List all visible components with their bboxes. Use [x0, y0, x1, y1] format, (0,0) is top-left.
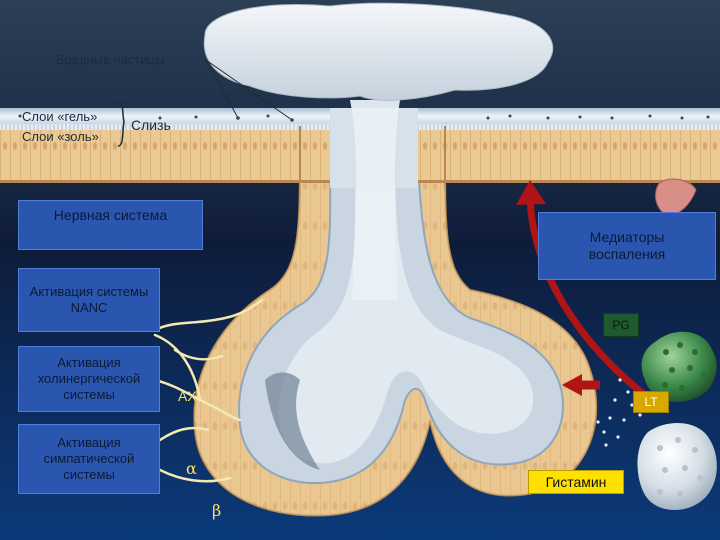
mediator-arrow-head: [516, 180, 546, 205]
granules: [596, 378, 642, 447]
gland-neck-walls: [299, 126, 446, 182]
mucus-column: [350, 100, 400, 300]
nanc-activation-box: Активация системы NANC: [18, 268, 160, 332]
sol-layer-label: Слои «золь»: [22, 129, 99, 144]
harmful-particles-label: Вредные частицы: [56, 52, 165, 67]
gel-layer-label: Слои «гель»: [22, 109, 98, 124]
ach-label: АХ: [178, 388, 197, 404]
nervous-system-label: Нервная система: [53, 207, 168, 223]
pg-tag: PG: [603, 313, 639, 337]
particle-pointer-line: [205, 59, 239, 119]
sympathetic-activation-box: Активация симпатической системы: [18, 424, 160, 494]
immune-cell: [637, 422, 717, 511]
sympathetic-activation-label: Активация симпатической системы: [43, 434, 135, 483]
pg-label: PG: [612, 318, 630, 332]
gland-lumen-core: [278, 150, 534, 464]
mast-cell: [641, 331, 717, 402]
nerve-fibers: [153, 298, 264, 483]
histamine-label: Гистамин: [545, 474, 607, 490]
cholinergic-activation-label: Активация холинергической системы: [37, 354, 141, 403]
cholinergic-activation-box: Активация холинергической системы: [18, 346, 160, 412]
particle-cloud: [203, 2, 554, 101]
lt-label: LT: [644, 395, 658, 409]
histamine-tag: Гистамин: [528, 470, 624, 494]
beta-label: β: [212, 501, 222, 520]
mucus-label: Слизь: [131, 117, 171, 133]
mediator-arrow: [526, 199, 648, 398]
vessel-fragment: [655, 178, 697, 216]
lt-tag: LT: [633, 391, 669, 413]
nanc-activation-label: Активация системы NANC: [29, 283, 149, 315]
nervous-system-box: Нервная система: [18, 200, 203, 250]
particle-pointer-line: [205, 59, 293, 121]
alpha-label: α: [186, 459, 197, 478]
layer-brace: [117, 101, 125, 147]
gland-dark-fold: [265, 372, 320, 470]
gland-arrow-head: [562, 374, 582, 396]
particles: [18, 114, 710, 122]
inflammation-mediators-box: Медиаторы воспаления: [538, 212, 716, 280]
inflammation-mediators-label: Медиаторы воспаления: [588, 228, 666, 263]
